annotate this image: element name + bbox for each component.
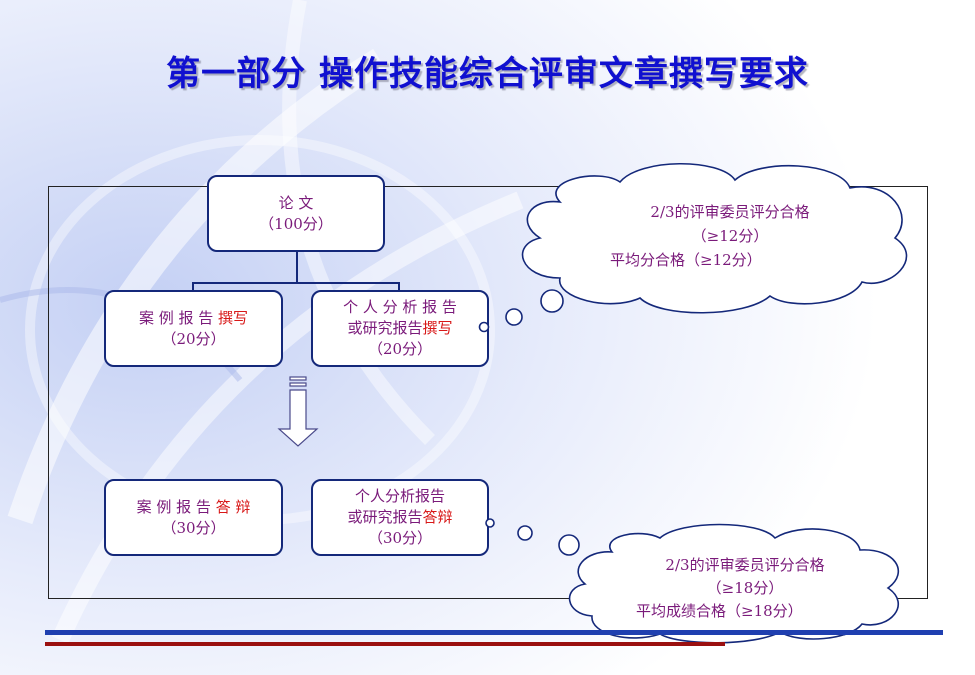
connector-vertical-top	[296, 250, 298, 283]
paper-box: 论 文 （100分）	[207, 175, 385, 252]
case-defense-label: 案 例 报 告	[136, 497, 216, 516]
analysis-report-defense-box: 个人分析报告 或研究报告答辩 （30分）	[311, 479, 489, 556]
cloud-top-line2: （≥12分）	[691, 227, 769, 245]
cloud-bottom-line3: 平均成绩合格（≥18分）	[636, 602, 803, 620]
analysis-defense-line1: 个人分析报告	[354, 487, 445, 505]
bubble-top-small	[478, 321, 490, 333]
bubble-bottom-large	[558, 534, 580, 556]
diagram-frame	[48, 186, 928, 599]
analysis-report-write-box: 个 人 分 析 报 告 或研究报告撰写 （20分）	[311, 290, 489, 367]
bubble-bottom-small	[485, 518, 495, 528]
cloud-bottom-line1: 2/3的评审委员评分合格	[665, 556, 825, 574]
cloud-top-text: 2/3的评审委员评分合格 （≥12分） 平均分合格（≥12分）	[580, 200, 880, 272]
bubble-top-medium	[505, 308, 523, 326]
analysis-defense-score: （30分）	[367, 529, 433, 547]
cloud-bottom-shape	[568, 523, 900, 644]
connector-left-drop	[192, 282, 194, 292]
analysis-defense-label: 或研究报告	[347, 508, 423, 526]
paper-score: （100分）	[259, 214, 333, 233]
case-defense-highlight: 答 辩	[215, 497, 251, 516]
cloud-top-line1: 2/3的评审委员评分合格	[650, 203, 810, 221]
bubble-top-large	[540, 289, 564, 313]
case-defense-score: （30分）	[161, 518, 226, 537]
analysis-write-highlight: 撰写	[422, 319, 453, 337]
paper-label: 论 文	[278, 193, 314, 212]
bubble-bottom-medium	[517, 525, 533, 541]
analysis-defense-highlight: 答辩	[422, 508, 453, 526]
case-write-highlight: 撰写	[218, 308, 249, 327]
cloud-bottom-text: 2/3的评审委员评分合格 （≥18分） 平均成绩合格（≥18分）	[600, 554, 890, 623]
case-report-defense-box: 案 例 报 告 答 辩 （30分）	[104, 479, 283, 556]
case-report-write-box: 案 例 报 告 撰写 （20分）	[104, 290, 283, 367]
cloud-bottom-line2: （≥18分）	[706, 579, 784, 597]
cloud-top-line3: 平均分合格（≥12分）	[610, 251, 762, 269]
analysis-write-line1: 个 人 分 析 报 告	[343, 298, 457, 316]
analysis-write-label: 或研究报告	[347, 319, 423, 337]
connector-horizontal	[192, 282, 400, 284]
cloud-top-shape	[521, 162, 908, 314]
bottom-line-blue	[45, 630, 943, 635]
bottom-line-red	[45, 642, 725, 646]
analysis-write-score: （20分）	[367, 340, 433, 358]
case-write-score: （20分）	[161, 329, 226, 348]
case-write-label: 案 例 报 告	[138, 308, 219, 327]
connector-right-drop	[398, 282, 400, 292]
page-title: 第一部分 操作技能综合评审文章撰写要求	[166, 54, 809, 94]
